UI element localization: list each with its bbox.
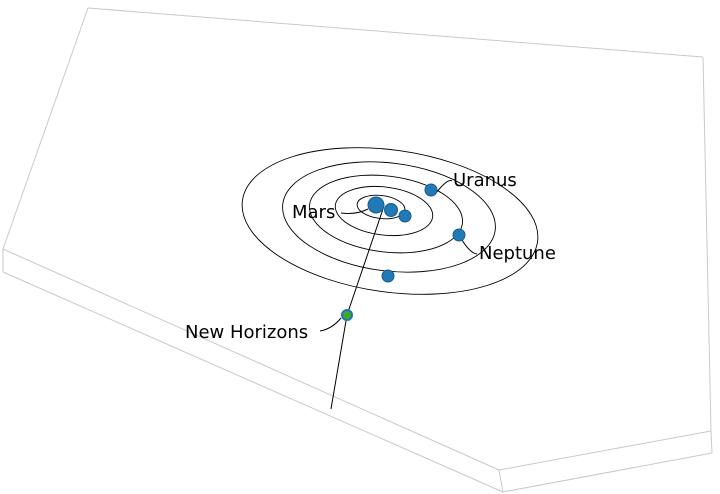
orbit-3 — [308, 174, 464, 254]
orbit-2 — [334, 185, 434, 237]
point-mars — [367, 196, 385, 214]
plot-generated-layer — [2, 7, 713, 493]
leader-uranus — [435, 180, 453, 194]
axes-box-edge — [2, 7, 89, 250]
label-mars: Mars — [292, 202, 335, 223]
point-planet-2 — [384, 203, 398, 217]
point-planet-3 — [398, 209, 412, 223]
axes-box-edge — [710, 430, 713, 454]
axes-box-edge — [2, 271, 504, 493]
new-horizons-trajectory — [330, 208, 384, 410]
label-uranus: Uranus — [453, 170, 517, 191]
label-new-horizons: New Horizons — [185, 322, 308, 343]
point-neptune — [452, 228, 466, 242]
leader-new-horizons — [319, 317, 342, 332]
axes-box-edge — [502, 452, 713, 493]
leader-mars — [340, 208, 369, 214]
plot-label-layer: Uranus Mars Neptune New Horizons — [185, 170, 556, 343]
point-planet-6 — [381, 269, 395, 283]
axes-box-edge — [498, 430, 712, 471]
axes-box-edge — [498, 469, 504, 493]
axes-box-edge — [702, 56, 712, 432]
orbit-5 — [241, 147, 539, 295]
point-new-horizons — [341, 309, 353, 321]
label-neptune: Neptune — [479, 243, 556, 264]
axes-box-edge — [2, 248, 500, 471]
leader-neptune — [461, 239, 478, 255]
axes-box-edge — [87, 7, 704, 58]
orbit-4 — [282, 161, 496, 273]
point-uranus — [424, 183, 438, 197]
